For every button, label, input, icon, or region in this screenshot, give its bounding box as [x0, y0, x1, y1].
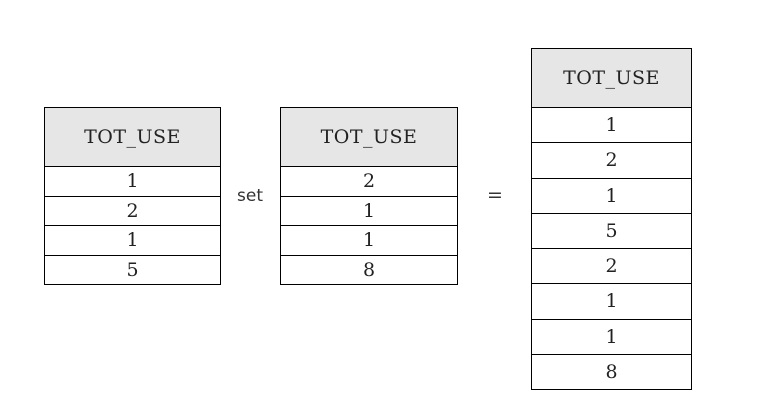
- result-table-header: TOT_USE: [532, 49, 691, 108]
- result-table-cell: 1: [532, 179, 691, 214]
- left-table-header: TOT_USE: [45, 108, 220, 167]
- result-table-cell: 2: [532, 249, 691, 285]
- left-table-cell: 1: [45, 226, 220, 256]
- result-table-cell: 2: [532, 143, 691, 179]
- equals-sign: =: [487, 184, 503, 206]
- result-table: TOT_USE 1 2 1 5 2 1 1 8: [531, 48, 692, 390]
- left-table: TOT_USE 1 2 1 5: [44, 107, 221, 285]
- result-table-cell: 8: [605, 361, 618, 384]
- right-table-cell: 1: [281, 226, 457, 256]
- right-table-header: TOT_USE: [281, 108, 457, 167]
- left-table-cell: 1: [45, 167, 220, 197]
- result-table-cell: 1: [532, 108, 691, 144]
- right-table-cell: 2: [281, 167, 457, 197]
- right-table-cell: 8: [362, 259, 376, 282]
- result-table-cell: 1: [532, 284, 691, 320]
- result-table-cell: 1: [532, 320, 691, 355]
- set-operator-label: set: [237, 186, 263, 206]
- left-table-cell: 2: [45, 197, 220, 226]
- right-table: TOT_USE 2 1 1 8: [280, 107, 458, 285]
- left-table-cell: 5: [126, 259, 139, 282]
- right-table-cell: 1: [281, 197, 457, 226]
- result-table-cell: 5: [532, 214, 691, 249]
